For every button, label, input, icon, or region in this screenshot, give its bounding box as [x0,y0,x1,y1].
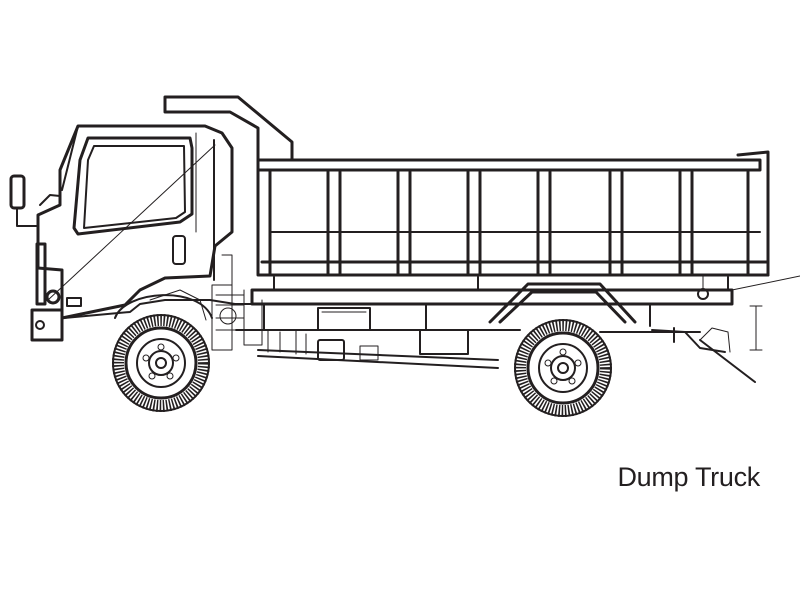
cab [36,124,234,320]
side-mirror [9,174,61,227]
dump-body [256,150,770,277]
rear-tail [651,275,800,383]
cab-diagonal-line [47,144,216,301]
dump-body-stakes [326,170,750,277]
front-wheel-arch [114,294,213,319]
sub-frame [250,275,734,306]
front-bumper [30,242,82,342]
rear-wheel [514,319,612,417]
fuel-tank [317,307,469,355]
door-handle [172,235,186,265]
cab-window [72,136,194,236]
figure-caption: Dump Truck [617,462,760,492]
front-wheel [112,314,210,412]
drive-shaft [257,339,499,369]
